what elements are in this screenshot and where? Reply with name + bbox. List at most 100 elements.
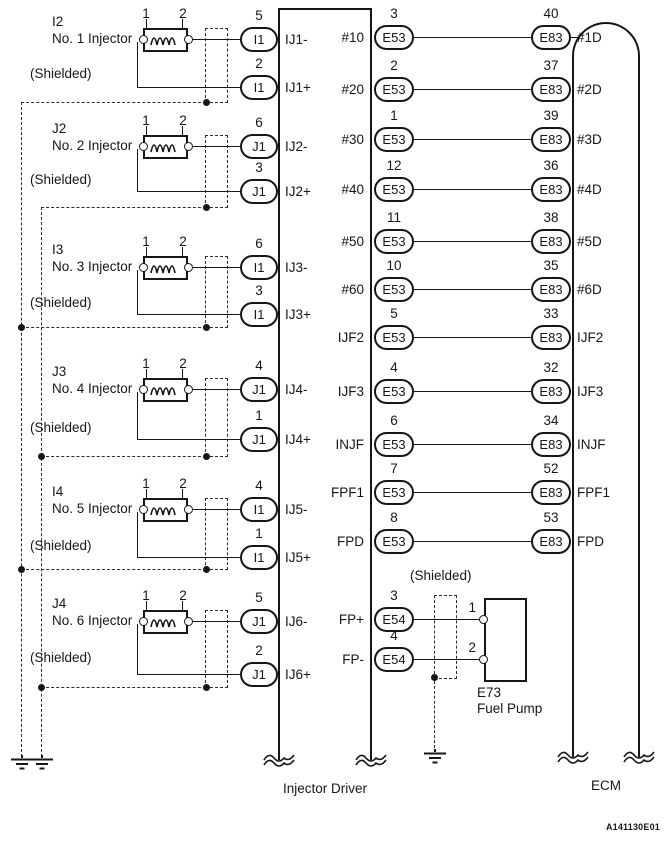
driver-terminal-label: IJ4-	[285, 382, 308, 397]
injector-name-label: No. 3 Injector	[52, 259, 133, 274]
injector-plus-wire-h	[137, 674, 240, 675]
break-icon	[623, 751, 655, 764]
injector-code-label: I2	[52, 14, 64, 29]
driver-signal-label: #60	[341, 282, 364, 297]
shield-label: (Shielded)	[410, 568, 472, 583]
coil-pin-label: 2	[179, 356, 187, 371]
shield-junction-dot	[203, 684, 210, 691]
driver-signal-label: FPD	[337, 534, 364, 549]
injector-minus-wire	[191, 389, 240, 390]
shield-drain-wire	[21, 102, 206, 103]
ecm-terminal-label: #1D	[577, 30, 602, 45]
coil-pin-tick	[146, 126, 147, 135]
injector-plus-wire-h	[137, 87, 240, 88]
shield-drain-wire	[21, 569, 206, 570]
injector-plus-wire-h	[137, 314, 240, 315]
coil-icon	[150, 37, 176, 46]
connector-oval: J1	[240, 179, 278, 204]
signal-wire	[414, 391, 531, 392]
connector-pin-number: 34	[543, 413, 559, 428]
connector-pin-number: 1	[255, 526, 263, 541]
ecm-terminal-label: #5D	[577, 234, 602, 249]
connector-oval: E53	[374, 480, 414, 505]
coil-terminal-circle	[184, 263, 193, 272]
injector-minus-wire	[191, 146, 240, 147]
ground-icon	[31, 755, 53, 770]
injector-driver-box	[278, 8, 372, 760]
connector-oval: E53	[374, 379, 414, 404]
shield-drain-wire	[434, 681, 435, 748]
connector-oval: E83	[531, 25, 571, 50]
ecm-terminal-label: #6D	[577, 282, 602, 297]
connector-oval: I1	[240, 255, 278, 280]
connector-oval: E83	[531, 277, 571, 302]
signal-wire	[569, 37, 579, 38]
shield-junction-dot	[203, 324, 210, 331]
driver-terminal-label: IJ3-	[285, 260, 308, 275]
shield-box	[205, 135, 228, 208]
shield-label: (Shielded)	[30, 538, 92, 553]
shield-box	[205, 498, 228, 570]
injector-driver-label: Injector Driver	[282, 781, 368, 796]
connector-pin-number: 6	[255, 236, 263, 251]
signal-wire	[414, 619, 479, 620]
injector-code-label: J2	[52, 121, 67, 136]
connector-oval: E83	[531, 480, 571, 505]
signal-wire	[414, 444, 531, 445]
coil-pin-label: 2	[179, 588, 187, 603]
coil-pin-label: 1	[142, 6, 150, 21]
connector-pin-number: 11	[386, 210, 401, 225]
fuel-pump-box	[484, 598, 527, 682]
coil-pin-tick	[146, 369, 147, 378]
ecm-terminal-label: #2D	[577, 82, 602, 97]
injector-name-label: No. 5 Injector	[52, 501, 133, 516]
coil-pin-label: 2	[179, 234, 187, 249]
injector-name-label: No. 6 Injector	[52, 613, 133, 628]
connector-oval: E83	[531, 177, 571, 202]
coil-pin-label: 1	[142, 113, 150, 128]
injector-plus-wire-h	[137, 557, 240, 558]
shield-junction-dot	[203, 204, 210, 211]
pump-terminal-circle	[479, 655, 488, 664]
connector-oval: E54	[374, 647, 414, 672]
connector-pin-number: 33	[543, 306, 559, 321]
shield-junction-dot	[203, 566, 210, 573]
injector-name-label: No. 4 Injector	[52, 381, 133, 396]
coil-icon	[150, 387, 176, 396]
connector-pin-number: 3	[390, 588, 398, 603]
coil-pin-tick	[182, 369, 183, 378]
connector-pin-number: 4	[255, 358, 263, 373]
signal-wire	[414, 492, 531, 493]
shield-label: (Shielded)	[30, 66, 92, 81]
connector-oval: E53	[374, 177, 414, 202]
shield-drain-rail-outer	[21, 102, 22, 757]
connector-oval: J1	[240, 662, 278, 687]
driver-signal-label: #40	[341, 182, 364, 197]
coil-icon	[150, 265, 176, 274]
injector-name-label: No. 1 Injector	[52, 31, 133, 46]
connector-oval: I1	[240, 302, 278, 327]
shield-label: (Shielded)	[30, 172, 92, 187]
coil-icon	[150, 507, 176, 516]
shield-junction-dot	[431, 674, 438, 681]
fuel-pump-name-label: Fuel Pump	[477, 701, 543, 716]
shield-drain-wire	[41, 687, 206, 688]
driver-terminal-label: IJ1-	[285, 32, 308, 47]
driver-signal-label: FP-	[342, 652, 364, 667]
coil-terminal-circle	[139, 142, 148, 151]
figure-code: A141130E01	[605, 822, 660, 832]
connector-pin-number: 3	[255, 283, 263, 298]
driver-signal-label: FP+	[338, 612, 364, 627]
connector-oval: E83	[531, 529, 571, 554]
shield-label: (Shielded)	[30, 650, 92, 665]
driver-signal-label: IJF3	[337, 384, 364, 399]
connector-oval: I1	[240, 75, 278, 100]
connector-oval: E83	[531, 77, 571, 102]
coil-pin-label: 2	[179, 6, 187, 21]
coil-pin-tick	[146, 489, 147, 498]
driver-terminal-label: IJ6-	[285, 614, 308, 629]
driver-signal-label: #50	[341, 234, 364, 249]
signal-wire	[414, 189, 531, 190]
shield-drain-rail-inner	[41, 207, 42, 757]
injector-minus-wire	[191, 39, 240, 40]
